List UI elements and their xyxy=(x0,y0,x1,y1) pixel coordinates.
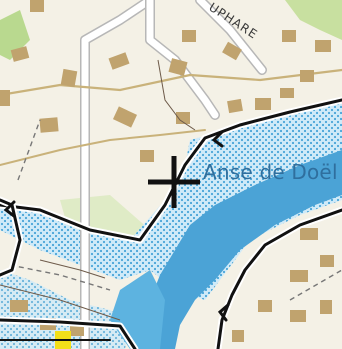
vegetation-area xyxy=(285,0,342,40)
mudflat-area xyxy=(0,270,130,349)
dashed-path xyxy=(9,119,342,301)
place-label: Anse de Doël xyxy=(203,160,338,184)
channel-water xyxy=(140,150,342,349)
trail-direction-arrow xyxy=(3,130,230,322)
footpath xyxy=(0,59,196,321)
crosshair-icon xyxy=(148,156,200,208)
